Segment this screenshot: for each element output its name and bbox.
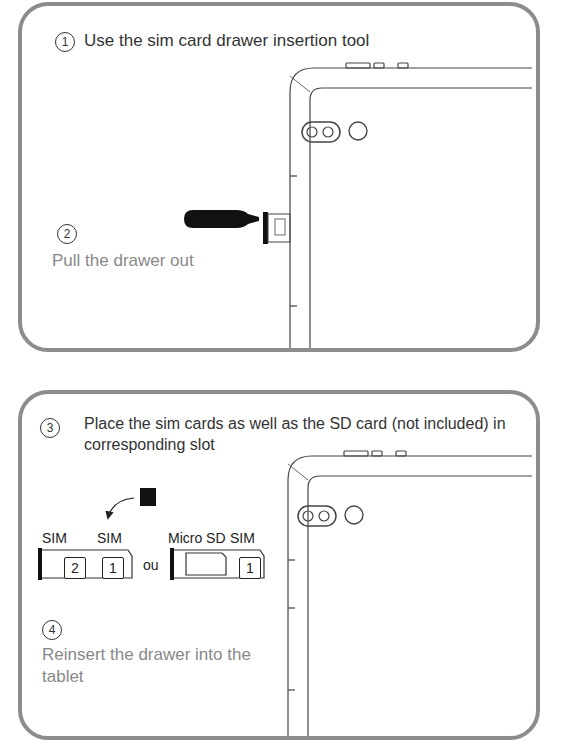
sim-tray bbox=[38, 548, 132, 580]
callout-number: 2 bbox=[57, 224, 77, 244]
sim-slot: 2 bbox=[64, 557, 86, 579]
tablet-corner bbox=[290, 63, 532, 350]
callout-number: 1 bbox=[55, 32, 75, 52]
step-panel: Place the sim cards as well as the SD ca… bbox=[18, 390, 540, 740]
micro-sd-slot bbox=[186, 553, 226, 575]
callout-number: 1 bbox=[62, 35, 69, 49]
slot-label: Micro SD bbox=[168, 530, 226, 546]
callout-number: 3 bbox=[40, 418, 60, 438]
insert-arrow bbox=[108, 498, 134, 518]
sim-card-icon bbox=[140, 488, 156, 506]
slot-number: 1 bbox=[246, 560, 254, 576]
insertion-tool bbox=[184, 210, 259, 228]
sim-slot: 1 bbox=[102, 557, 124, 579]
step-panel: Use the sim card drawer insertion toolPu… bbox=[18, 2, 540, 352]
step-note: Pull the drawer out bbox=[52, 250, 282, 272]
slot-label: SIM bbox=[42, 530, 67, 546]
or-word: ou bbox=[143, 557, 159, 573]
slot-number: 1 bbox=[109, 560, 117, 576]
sim-drawer bbox=[263, 212, 290, 244]
callout-number: 4 bbox=[49, 623, 56, 637]
sim-slot: 1 bbox=[239, 557, 261, 579]
callout-number: 4 bbox=[42, 620, 62, 640]
tablet-corner bbox=[288, 451, 532, 738]
step-note: Reinsert the drawer into the tablet bbox=[42, 644, 282, 688]
sd-tray bbox=[170, 548, 264, 580]
slot-label: SIM bbox=[97, 530, 122, 546]
slot-label: SIM bbox=[230, 530, 255, 546]
slot-number: 2 bbox=[71, 560, 79, 576]
step-instruction: Use the sim card drawer insertion tool bbox=[84, 30, 369, 52]
callout-number: 2 bbox=[64, 227, 71, 241]
callout-number: 3 bbox=[47, 421, 54, 435]
step-instruction: Place the sim cards as well as the SD ca… bbox=[84, 414, 529, 456]
